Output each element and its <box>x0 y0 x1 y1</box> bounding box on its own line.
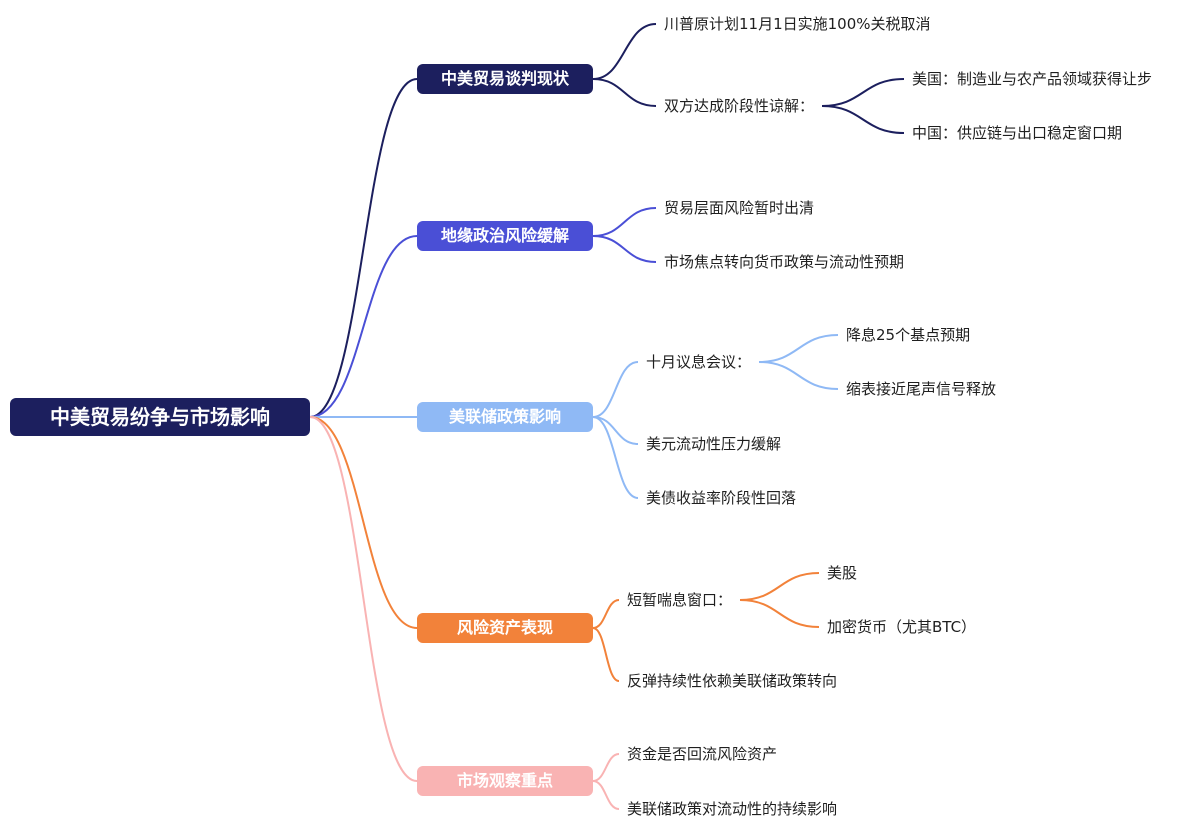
root-topic[interactable]: 中美贸易纷争与市场影响 <box>10 398 310 436</box>
connector-leaf-subleaf <box>821 78 905 107</box>
connector-leaf-subleaf <box>739 599 820 628</box>
connector-branch-leaf <box>592 599 620 629</box>
branch-trade-talks[interactable]: 中美贸易谈判现状 <box>417 64 593 94</box>
leaf-usd-liquidity[interactable]: 美元流动性压力缓解 <box>646 435 782 453</box>
leaf-trade-risk-cleared[interactable]: 贸易层面风险暂时出清 <box>664 199 815 217</box>
connector-branch-leaf <box>592 235 657 263</box>
branch-geopolitical-risk[interactable]: 地缘政治风险缓解 <box>417 221 593 251</box>
connector-root-branch <box>309 416 418 782</box>
branch-risk-assets[interactable]: 风险资产表现 <box>417 613 593 643</box>
connector-branch-leaf <box>592 753 620 782</box>
connector-branch-leaf <box>592 207 657 237</box>
leaf-us-stocks[interactable]: 美股 <box>827 564 858 582</box>
leaf-crypto-btc[interactable]: 加密货币（尤其BTC） <box>827 618 977 636</box>
leaf-october-meeting[interactable]: 十月议息会议： <box>646 353 752 371</box>
leaf-tariff-cancel[interactable]: 川普原计划11月1日实施100%关税取消 <box>664 15 931 33</box>
leaf-treasury-yields[interactable]: 美债收益率阶段性回落 <box>646 489 797 507</box>
connector-leaf-subleaf <box>758 361 839 390</box>
leaf-breathing-window[interactable]: 短暂喘息窗口： <box>627 591 733 609</box>
connector-leaf-subleaf <box>821 105 905 134</box>
branch-market-watch[interactable]: 市场观察重点 <box>417 766 593 796</box>
connector-leaf-subleaf <box>739 572 820 601</box>
connector-root-branch <box>309 416 418 629</box>
leaf-focus-monetary[interactable]: 市场焦点转向货币政策与流动性预期 <box>664 253 905 271</box>
connector-branch-leaf <box>592 780 620 810</box>
connector-branch-leaf <box>592 361 639 418</box>
leaf-fed-liquidity-impact[interactable]: 美联储政策对流动性的持续影响 <box>627 800 838 818</box>
leaf-capital-return[interactable]: 资金是否回流风险资产 <box>627 745 778 763</box>
branch-fed-policy[interactable]: 美联储政策影响 <box>417 402 593 432</box>
connector-root-branch <box>309 235 418 418</box>
leaf-phase-understanding[interactable]: 双方达成阶段性谅解： <box>664 97 815 115</box>
connector-branch-leaf <box>592 416 639 499</box>
leaf-qt-ending[interactable]: 缩表接近尾声信号释放 <box>846 380 997 398</box>
leaf-us-concessions[interactable]: 美国：制造业与农产品领域获得让步 <box>912 70 1153 88</box>
connector-branch-leaf <box>592 78 657 107</box>
connector-leaf-subleaf <box>758 334 839 363</box>
leaf-rebound-fed[interactable]: 反弹持续性依赖美联储政策转向 <box>627 672 838 690</box>
connector-branch-leaf <box>592 627 620 682</box>
connector-root-branch <box>309 78 418 418</box>
leaf-rate-cut[interactable]: 降息25个基点预期 <box>846 326 971 344</box>
connector-branch-leaf <box>592 23 657 80</box>
leaf-china-window[interactable]: 中国：供应链与出口稳定窗口期 <box>912 124 1123 142</box>
